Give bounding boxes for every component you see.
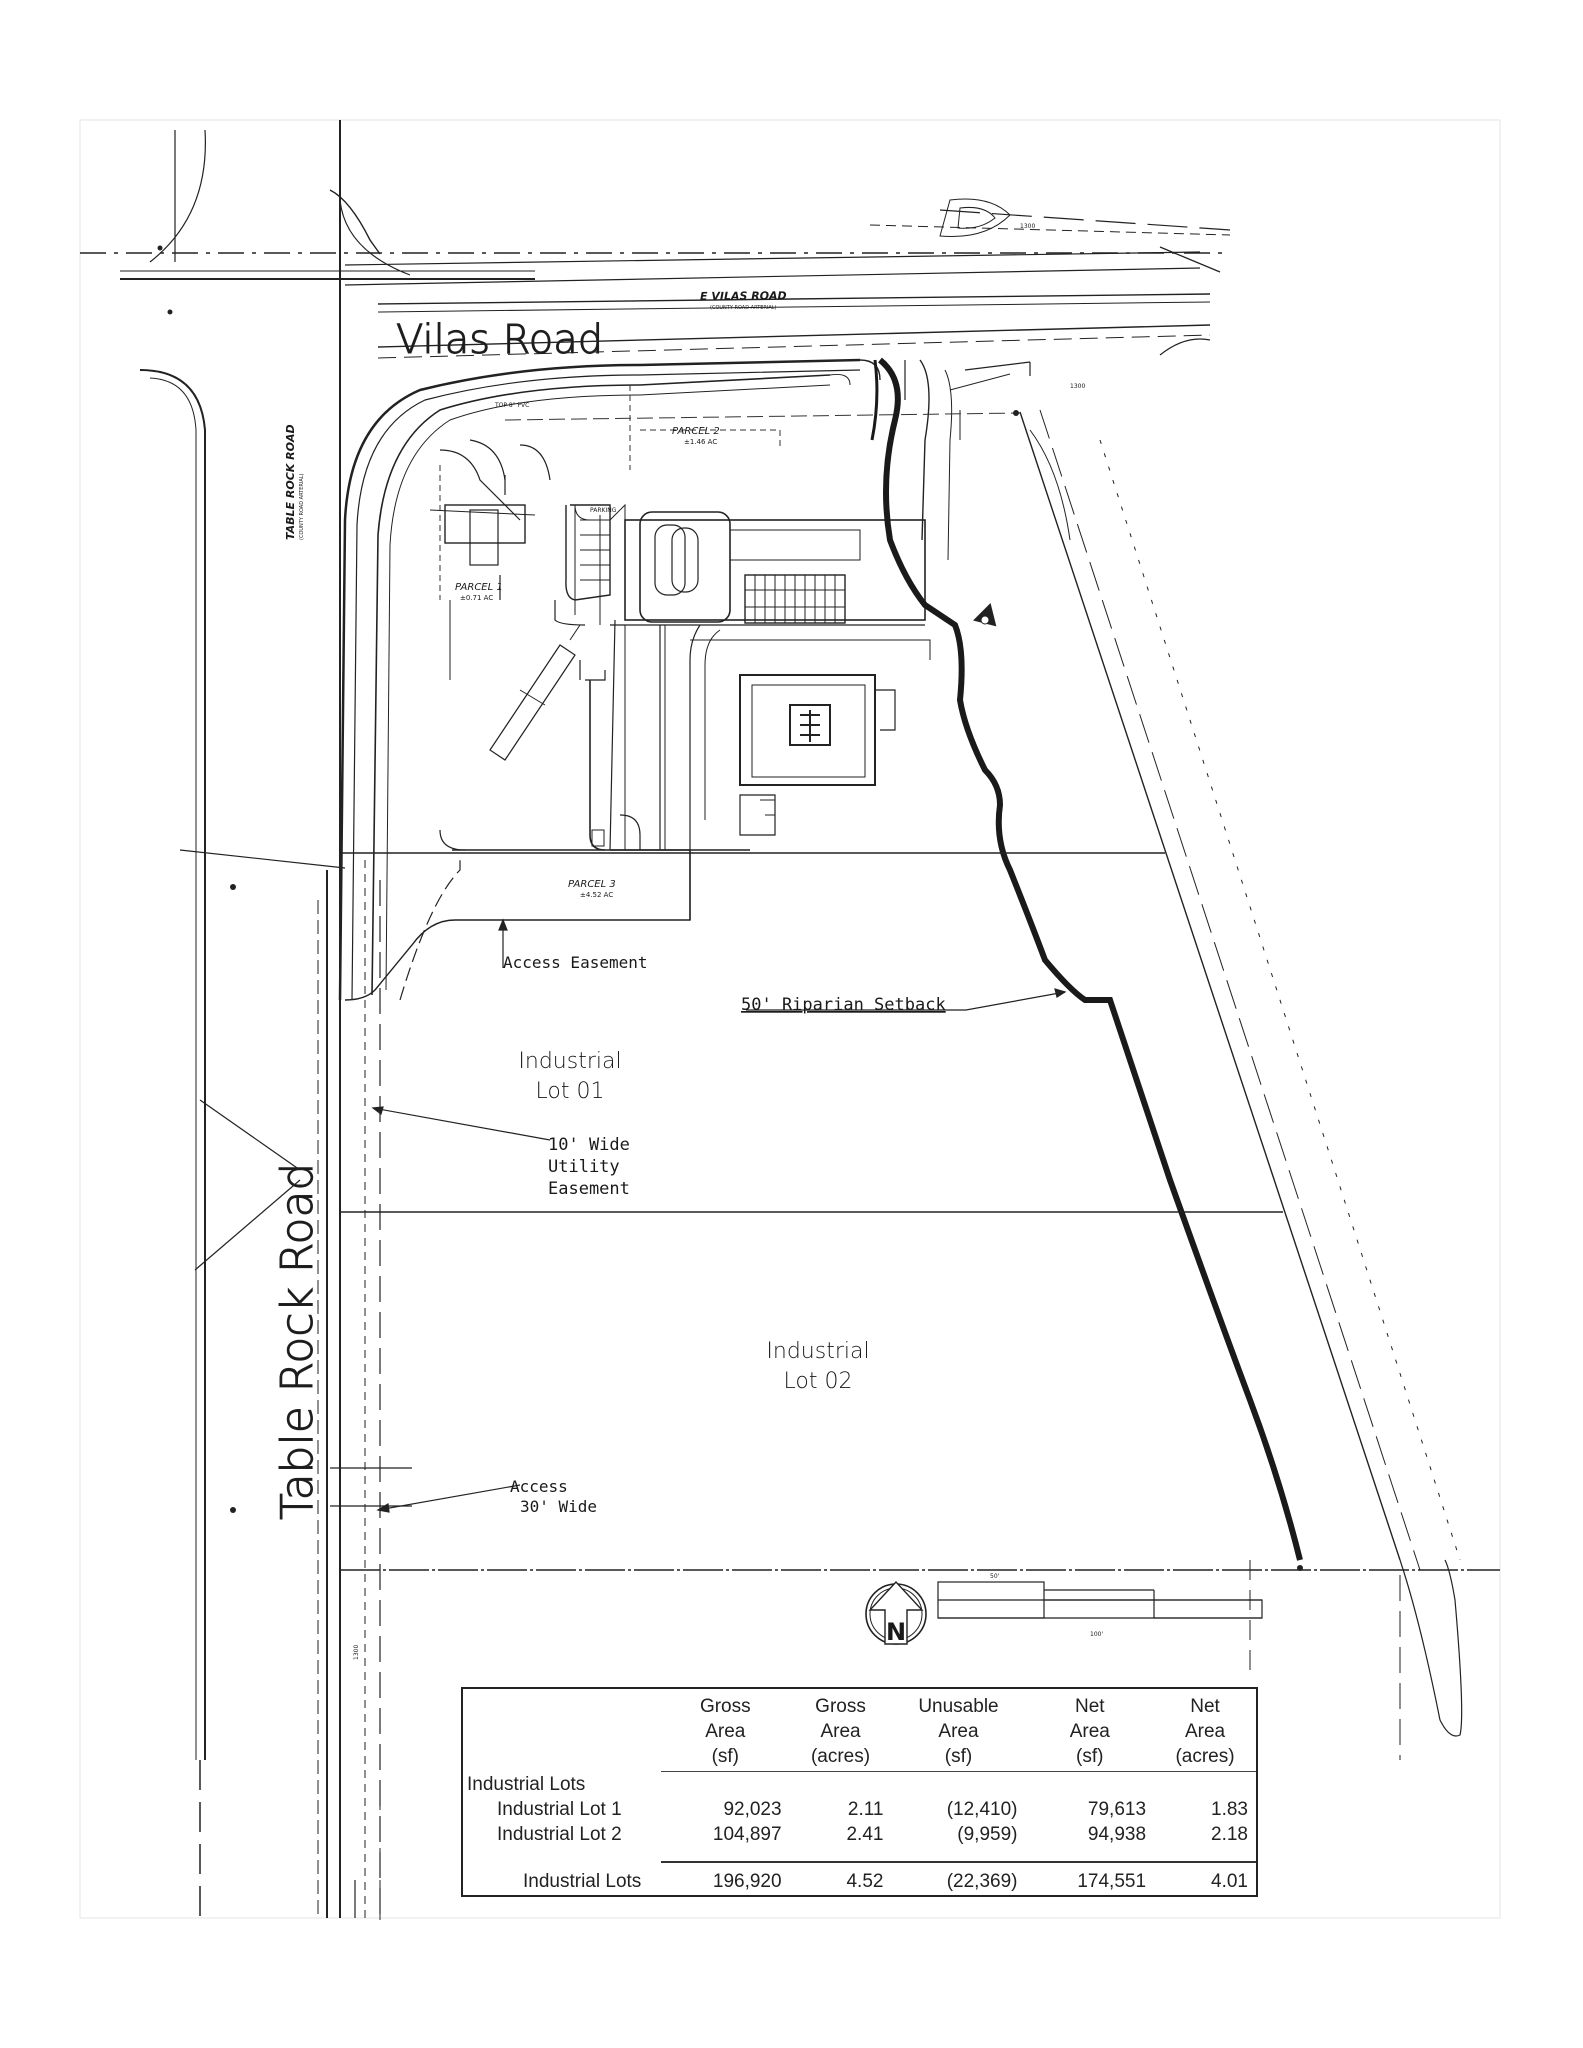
utility-easement-line2: Utility	[548, 1157, 620, 1177]
group-label: Industrial Lots	[467, 1774, 586, 1795]
parcel-3-label: PARCEL 3	[568, 879, 616, 890]
parcel-2-label: PARCEL 2	[672, 426, 720, 437]
row-gross-acres: 2.41	[846, 1824, 884, 1845]
row-net-acres: 2.18	[1211, 1824, 1248, 1845]
total-net-acres: 4.01	[1154, 1861, 1256, 1894]
total-net-sf: 174,551	[1025, 1861, 1155, 1894]
access-30-line1: Access	[510, 1477, 568, 1496]
scale-bar	[937, 1581, 1263, 1619]
lot-01-line1: Industrial	[518, 1049, 621, 1074]
drainage-channel	[973, 409, 1463, 1760]
vilas-road-label: Vilas Road	[396, 317, 603, 363]
row-gross-acres: 2.11	[847, 1799, 884, 1820]
table-rock-road-small-label: TABLE ROCK ROAD	[284, 424, 297, 540]
access-30-lines	[330, 1467, 412, 1507]
table-rock-road	[139, 120, 411, 1918]
survey-dots	[157, 245, 1303, 1571]
row-gross-sf: 92,023	[723, 1799, 782, 1820]
contour-label-3: 1300	[1020, 223, 1035, 230]
leaders	[179, 849, 1067, 1513]
frontage-curbs	[338, 358, 1031, 1920]
lot-02-line1: Industrial	[766, 1339, 869, 1364]
utility-easement-line1: 10' Wide	[548, 1135, 630, 1155]
row-gross-sf: 104,897	[712, 1824, 782, 1845]
e-vilas-road	[80, 189, 1231, 359]
north-arrow-icon	[865, 1580, 927, 1645]
row-unusable-sf: (12,410)	[946, 1799, 1018, 1820]
total-gross-acres: 4.52	[789, 1861, 892, 1894]
table-row: Industrial Lot 2 104,897 2.41 (9,959) 94…	[463, 1822, 1256, 1847]
row-net-sf: 79,613	[1087, 1799, 1147, 1820]
parcel-2-site	[439, 503, 931, 851]
row-name: Industrial Lot 1	[497, 1799, 622, 1820]
sheet-frame	[79, 119, 1501, 1919]
riparian-setback-label: 50' Riparian Setback	[741, 995, 946, 1015]
scale-label-top: 50'	[990, 1573, 1000, 1580]
parcel-1-area: ±0.71 AC	[460, 594, 493, 602]
table-rock-road-small-sublabel: (COUNTY ROAD ARTERIAL)	[299, 473, 305, 540]
table-rock-road-label: Table Rock Road	[272, 1163, 323, 1520]
row-name: Industrial Lot 2	[497, 1824, 622, 1845]
table-row: Industrial Lot 1 92,023 2.11 (12,410) 79…	[463, 1797, 1256, 1822]
parcel-1-label: PARCEL 1	[455, 582, 503, 593]
access-30-line2: 30' Wide	[520, 1497, 597, 1516]
table-spacer	[463, 1847, 1256, 1862]
lot-02-line2: Lot 02	[784, 1369, 853, 1394]
row-unusable-sf: (9,959)	[957, 1824, 1018, 1845]
contour-label-2: 1300	[353, 1645, 360, 1660]
north-arrow-letter: N	[886, 1618, 906, 1646]
total-unusable-sf: (22,369)	[891, 1861, 1026, 1894]
total-gross-sf: 196,920	[661, 1861, 790, 1894]
contour-label-1: 1300	[1070, 383, 1085, 390]
row-net-sf: 94,938	[1087, 1824, 1147, 1845]
riparian-setback-line	[870, 357, 1303, 1561]
parcel-1-site	[429, 439, 611, 680]
access-easement-label: Access Easement	[503, 953, 648, 972]
parcel-3-area: ±4.52 AC	[580, 891, 613, 899]
table-total-row: Industrial Lots 196,920 4.52 (22,369) 17…	[463, 1861, 1256, 1894]
lot-lines	[340, 849, 1500, 1571]
total-name: Industrial Lots	[523, 1870, 642, 1892]
e-vilas-road-label: E VILAS ROAD	[700, 289, 787, 303]
table-group-row: Industrial Lots	[463, 1772, 1256, 1798]
utility-easement-line3: Easement	[548, 1179, 630, 1199]
parcel-boundaries	[439, 385, 1021, 600]
parking-label: PARKING	[590, 507, 617, 514]
e-vilas-road-sublabel: (COUNTY ROAD ARTERIAL)	[710, 305, 777, 311]
lot-01-line2: Lot 01	[536, 1079, 605, 1104]
parking-angled	[489, 624, 581, 761]
parcel-2-area: ±1.46 AC	[684, 438, 717, 446]
top-pvc-label: TOP 8" PVC	[494, 402, 529, 409]
row-net-acres: 1.83	[1211, 1799, 1248, 1820]
header-blank	[463, 1689, 661, 1772]
scale-label-bottom: 100'	[1090, 1631, 1103, 1638]
